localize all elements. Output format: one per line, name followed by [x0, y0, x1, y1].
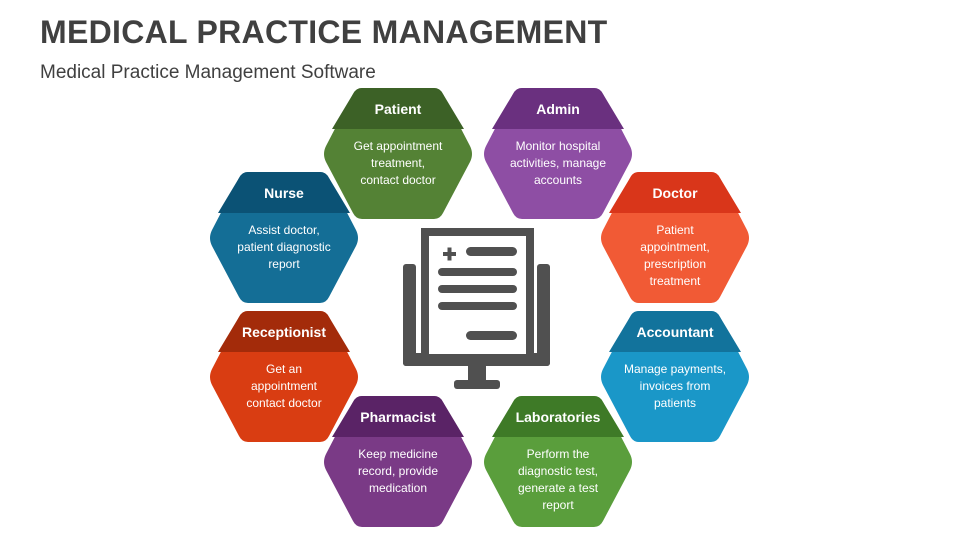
role-description-nurse: Assist doctor, patient diagnostic report	[221, 222, 347, 273]
role-description-line: treatment	[649, 274, 701, 288]
role-title-pharmacist: Pharmacist	[360, 409, 436, 425]
role-description-line: patients	[653, 396, 697, 410]
page-subtitle: Medical Practice Management Software	[40, 62, 376, 83]
role-title-doctor: Doctor	[652, 185, 698, 201]
role-title-admin: Admin	[536, 101, 580, 117]
role-title-patient: Patient	[374, 101, 422, 117]
role-title-laboratories: Laboratories	[515, 409, 601, 425]
role-description-line: report	[542, 498, 574, 512]
role-description-receptionist: Get an appointment contact doctor	[221, 361, 347, 412]
role-description-line: diagnostic test,	[517, 464, 599, 478]
hexagon-header-doctor	[609, 172, 741, 213]
role-description-doctor: Patient appointment, prescription treatment	[612, 222, 738, 290]
role-description-line: invoices from	[639, 379, 711, 393]
hexagon-header-receptionist	[218, 311, 350, 352]
hexagon-header-patient	[332, 88, 464, 129]
role-description-line: report	[268, 257, 300, 271]
role-description-line: Get an	[265, 362, 303, 376]
role-description-line: medication	[368, 481, 428, 495]
role-description-line: contact doctor	[246, 396, 322, 410]
role-description-pharmacist: Keep medicine record, provide medication	[335, 446, 461, 497]
role-description-line: Perform the	[526, 447, 590, 461]
role-description-line: appointment	[250, 379, 318, 393]
hexagon-header-laboratories	[492, 396, 624, 437]
role-description-line: Assist doctor,	[248, 223, 320, 237]
role-title-nurse: Nurse	[264, 185, 304, 201]
hexagon-header-pharmacist	[332, 396, 464, 437]
page-title: MEDICAL PRACTICE MANAGEMENT	[40, 14, 608, 50]
role-description-line: treatment,	[370, 156, 426, 170]
role-description-laboratories: Perform the diagnostic test, generate a te…	[495, 446, 621, 514]
role-description-line: contact doctor	[360, 173, 436, 187]
role-description-admin: Monitor hospital activities, manage accoun…	[495, 138, 621, 189]
role-title-receptionist: Receptionist	[241, 324, 326, 340]
role-title-accountant: Accountant	[636, 324, 714, 340]
role-description-line: generate a test	[517, 481, 599, 495]
role-description-line: activities, manage	[509, 156, 607, 170]
role-description-line: record, provide	[357, 464, 439, 478]
role-description-patient: Get appointment treatment, contact doctor	[335, 138, 461, 189]
role-description-line: Get appointment	[353, 139, 443, 153]
role-description-line: patient diagnostic	[237, 240, 331, 254]
role-description-line: appointment,	[640, 240, 710, 254]
role-description-line: Keep medicine	[358, 447, 438, 461]
hexagon-header-accountant	[609, 311, 741, 352]
role-description-line: Patient	[656, 223, 694, 237]
role-description-line: accounts	[533, 173, 583, 187]
medical-record-monitor-icon	[403, 228, 550, 389]
role-description-accountant: Manage payments, invoices from patients	[612, 361, 738, 412]
hexagon-header-admin	[492, 88, 624, 129]
role-description-line: Monitor hospital	[515, 139, 601, 153]
role-description-line: prescription	[643, 257, 707, 271]
hexagon-header-nurse	[218, 172, 350, 213]
role-description-line: Manage payments,	[623, 362, 727, 376]
